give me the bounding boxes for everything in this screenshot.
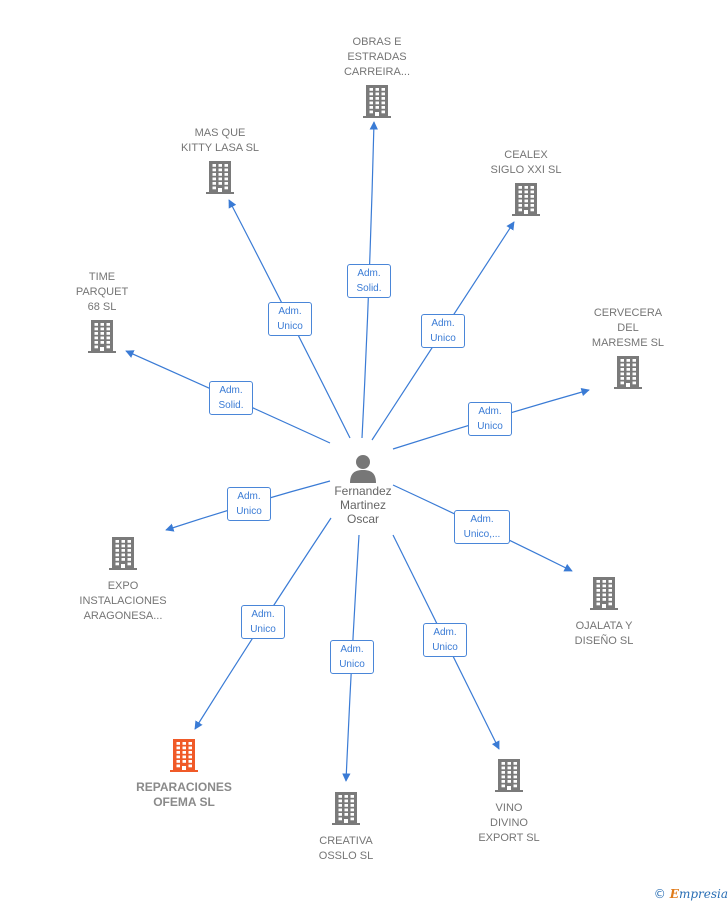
building-icon <box>614 355 642 394</box>
company-node-expo[interactable]: EXPO INSTALACIONES ARAGONESA... <box>58 536 188 624</box>
building-icon <box>495 758 523 797</box>
center-person-name: Fernandez Martinez Oscar <box>334 484 392 526</box>
company-node-vino[interactable]: VINO DIVINO EXPORT SL <box>444 758 574 846</box>
building-icon <box>363 84 391 123</box>
company-node-time[interactable]: TIME PARQUET 68 SL <box>37 270 167 358</box>
company-node-reparaciones[interactable]: REPARACIONES OFEMA SL <box>119 738 249 810</box>
building-icon <box>88 319 116 358</box>
company-node-obras[interactable]: OBRAS E ESTRADAS CARREIRA... <box>312 35 442 123</box>
company-label: CREATIVA OSSLO SL <box>318 835 374 862</box>
edge-label-expo[interactable]: Adm. Unico <box>227 487 271 521</box>
company-label: OJALATA Y DISEÑO SL <box>574 620 634 647</box>
edge-label-vino[interactable]: Adm. Unico <box>423 623 467 657</box>
company-label: VINO DIVINO EXPORT SL <box>478 802 540 844</box>
edge-label-reparaciones[interactable]: Adm. Unico <box>241 605 285 639</box>
company-label: CEALEX SIGLO XXI SL <box>490 149 562 176</box>
edge-label-creativa[interactable]: Adm. Unico <box>330 640 374 674</box>
edge-label-time[interactable]: Adm. Solid. <box>209 381 253 415</box>
building-icon <box>590 576 618 615</box>
company-node-creativa[interactable]: CREATIVA OSSLO SL <box>281 791 411 864</box>
company-node-cealex[interactable]: CEALEX SIGLO XXI SL <box>461 148 591 221</box>
person-icon <box>350 455 376 483</box>
company-node-masque[interactable]: MAS QUE KITTY LASA SL <box>155 126 285 199</box>
building-icon <box>109 536 137 575</box>
edge-label-masque[interactable]: Adm. Unico <box>268 302 312 336</box>
company-label: CERVECERA DEL MARESME SL <box>591 307 665 349</box>
building-icon <box>170 738 198 776</box>
empresia-brand[interactable]: ©Empresia <box>654 887 728 901</box>
center-person-node[interactable]: Fernandez Martinez Oscar <box>323 452 403 526</box>
company-node-ojalata[interactable]: OJALATA Y DISEÑO SL <box>539 576 669 649</box>
building-icon <box>512 182 540 221</box>
building-icon <box>332 791 360 830</box>
copyright-icon: © <box>653 887 666 901</box>
edge-label-obras[interactable]: Adm. Solid. <box>347 264 391 298</box>
company-label: EXPO INSTALACIONES ARAGONESA... <box>79 580 167 622</box>
company-label: TIME PARQUET 68 SL <box>75 271 129 313</box>
edge-label-ojalata[interactable]: Adm. Unico,... <box>454 510 510 544</box>
company-label: REPARACIONES OFEMA SL <box>136 780 232 809</box>
company-node-cervecera[interactable]: CERVECERA DEL MARESME SL <box>563 306 693 394</box>
company-label: OBRAS E ESTRADAS CARREIRA... <box>343 36 410 78</box>
edge-label-cervecera[interactable]: Adm. Unico <box>468 402 512 436</box>
brand-initial: E <box>669 887 679 901</box>
company-label: MAS QUE KITTY LASA SL <box>180 127 260 154</box>
brand-name: mpresia <box>678 887 728 901</box>
edge-label-cealex[interactable]: Adm. Unico <box>421 314 465 348</box>
building-icon <box>206 160 234 199</box>
